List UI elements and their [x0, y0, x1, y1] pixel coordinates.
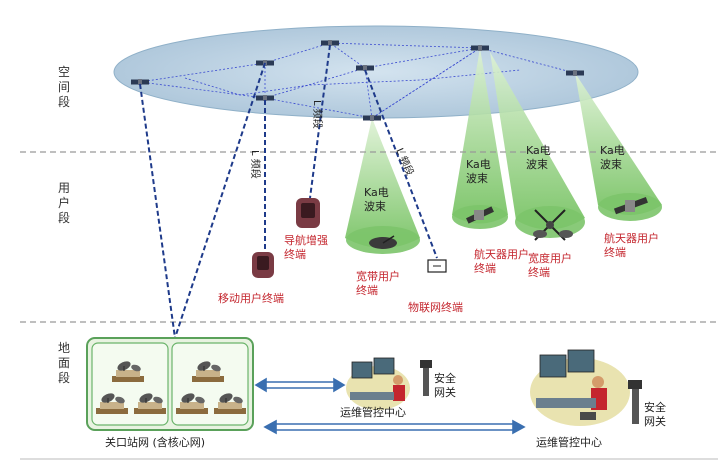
- security-gateway-2-icon: [628, 380, 642, 424]
- gateway-label: 关口站网 (含核心网): [105, 435, 205, 449]
- l-band-label-nav: L 频段: [311, 100, 324, 129]
- terminal-nav-label: 导航增强终端: [284, 233, 328, 261]
- terminal-spacecraft1-icon: [466, 206, 494, 224]
- ka-beams: [345, 48, 662, 254]
- terminal-iot-label: 物联网终端: [408, 300, 463, 314]
- ka-beam-spacecraft1: [452, 48, 508, 224]
- terminal-spacecraft2-label: 航天器用户终端: [604, 231, 659, 259]
- ops-center-1-icon: [346, 357, 410, 410]
- user-segment-label: 用户段: [58, 181, 70, 225]
- terminal-aircraft-icon: [533, 209, 573, 241]
- ops-center-1-label: 运维管控中心: [340, 405, 406, 419]
- l-band-links: [264, 44, 438, 259]
- security-gateway-1-icon: [420, 360, 432, 396]
- ground-links: [254, 377, 526, 435]
- space-orbit-ellipse: [113, 25, 639, 119]
- terminal-iot-icon: [427, 259, 447, 273]
- ka-beam-spacecraft2: [575, 73, 662, 215]
- ka-beam-label-spacecraft2: Ka电波束: [600, 144, 625, 171]
- satellite-icon: [471, 45, 489, 51]
- l-band-label-mobile: L 频段: [249, 150, 262, 179]
- space-segment-label: 空间段: [58, 65, 70, 109]
- l-band-link-iot: [364, 69, 438, 259]
- ka-beam-label-aircraft: Ka电波束: [526, 144, 551, 171]
- ka-beam-label-broadband: Ka电波束: [364, 186, 389, 213]
- feeder-links: [139, 62, 266, 339]
- ka-beam-label-spacecraft1: Ka电波束: [466, 158, 491, 185]
- l-band-link-nav: [309, 44, 331, 199]
- ka-beam-broadband: [345, 118, 420, 248]
- ground-segment-label: 地面段: [58, 341, 70, 385]
- ops-center-2-icon: [530, 349, 630, 426]
- terminal-mobile-label: 移动用户终端: [218, 291, 284, 305]
- terminal-broadband-icon: [369, 235, 397, 249]
- terminal-mobile-icon: [252, 252, 274, 278]
- ops-center-2-label: 运维管控中心: [536, 435, 602, 449]
- l-band-label-iot: L 频段: [393, 146, 417, 178]
- terminal-nav-icon: [296, 198, 320, 228]
- gateway-network: [86, 337, 254, 431]
- security-gateway-2-label: 安全网关: [644, 400, 666, 428]
- terminal-aircraft-label: 宽度用户终端: [528, 251, 572, 279]
- ka-beam-aircraft: [490, 52, 585, 230]
- terminal-spacecraft2-icon: [613, 197, 648, 215]
- terminal-spacecraft1-label: 航天器用户终端: [474, 247, 529, 275]
- security-gateway-1-label: 安全网关: [434, 371, 456, 399]
- terminal-broadband-label: 宽带用户终端: [356, 269, 400, 297]
- satellite-icon: [566, 70, 584, 76]
- inter-satellite-links: [139, 42, 576, 119]
- satellite-icon: [363, 115, 381, 121]
